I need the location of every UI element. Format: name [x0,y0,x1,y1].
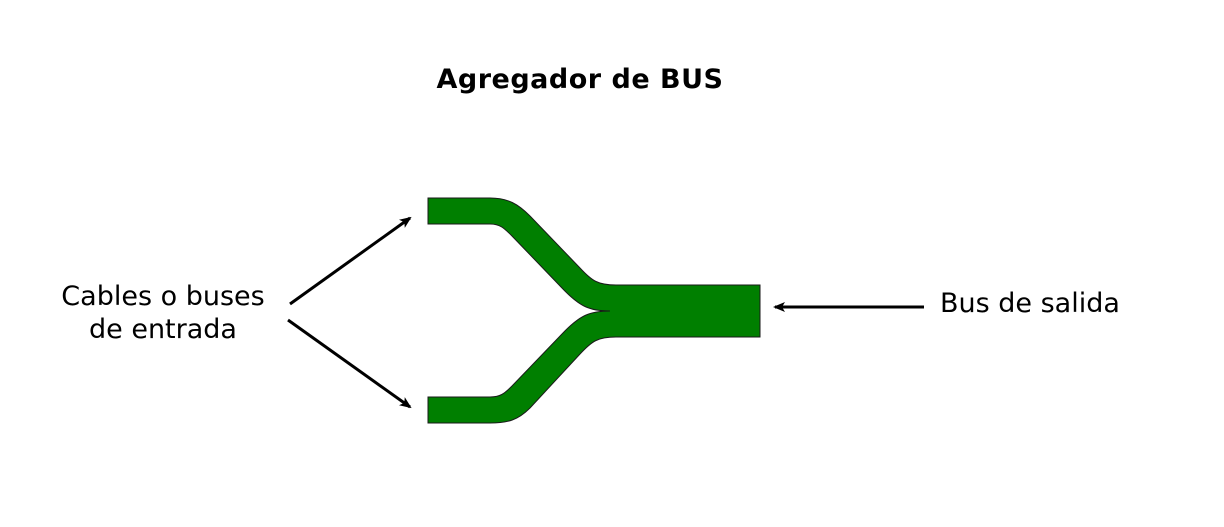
input-buses-label-line1: Cables o buses [61,281,265,312]
output-bus-label: Bus de salida [940,288,1120,319]
input-arrow-lower [287,318,412,409]
input-arrow-upper [289,216,412,306]
input-buses-label: Cables o buses de entrada [40,280,286,346]
diagram-title: Agregador de BUS [436,64,724,95]
input-buses-label-line2: de entrada [89,314,237,345]
bus-aggregator-shape [427,197,761,424]
